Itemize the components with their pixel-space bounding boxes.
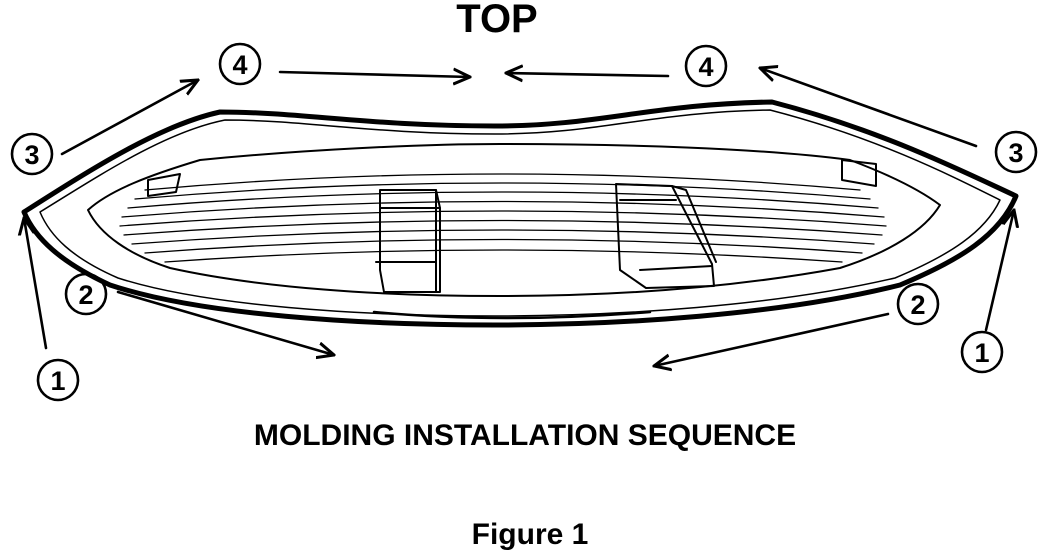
step-callout-4-left: 4 xyxy=(218,42,262,86)
defroster-grid-lines xyxy=(119,173,887,263)
arrow-1-left xyxy=(24,218,48,350)
arrow-4-right xyxy=(506,73,670,76)
arrow-3-right xyxy=(760,68,978,148)
step-callout-3-left: 3 xyxy=(10,132,54,176)
step-callout-1-right: 1 xyxy=(960,330,1004,374)
rear-window-glass xyxy=(21,99,1019,328)
svg-text:1: 1 xyxy=(974,338,989,368)
step-callouts: 1 2 3 4 4 3 2 1 xyxy=(10,42,1038,402)
outer-molding xyxy=(21,99,1019,328)
step-callout-1-left: 1 xyxy=(36,358,80,402)
step-callout-4-right: 4 xyxy=(684,44,728,88)
glass-inner-panel xyxy=(87,143,941,297)
svg-text:3: 3 xyxy=(24,140,39,170)
lower-reveal-strip xyxy=(372,310,652,320)
left-connector-block xyxy=(375,189,441,293)
arrow-4-left xyxy=(278,72,470,77)
arrow-1-right xyxy=(984,210,1014,332)
svg-text:1: 1 xyxy=(50,366,65,396)
right-connector-block xyxy=(615,183,717,289)
arrow-2-left xyxy=(116,290,334,355)
inner-molding-edge xyxy=(39,109,1001,317)
right-bus-bar xyxy=(841,159,877,187)
diagram-caption: MOLDING INSTALLATION SEQUENCE xyxy=(254,419,796,452)
figure-label: Figure 1 xyxy=(472,518,589,551)
arrow-3-left xyxy=(60,80,198,156)
step-callout-3-right: 3 xyxy=(994,130,1038,174)
step-callout-2-right: 2 xyxy=(896,282,940,326)
svg-text:4: 4 xyxy=(232,50,247,80)
arrow-2-right xyxy=(654,312,890,366)
svg-text:4: 4 xyxy=(698,52,713,82)
svg-text:2: 2 xyxy=(78,280,93,310)
sequence-arrows xyxy=(24,68,1014,366)
svg-text:3: 3 xyxy=(1008,138,1023,168)
left-bus-bar xyxy=(147,173,181,197)
svg-text:2: 2 xyxy=(910,290,925,320)
top-label: TOP xyxy=(456,0,538,41)
step-callout-2-left: 2 xyxy=(64,272,108,316)
